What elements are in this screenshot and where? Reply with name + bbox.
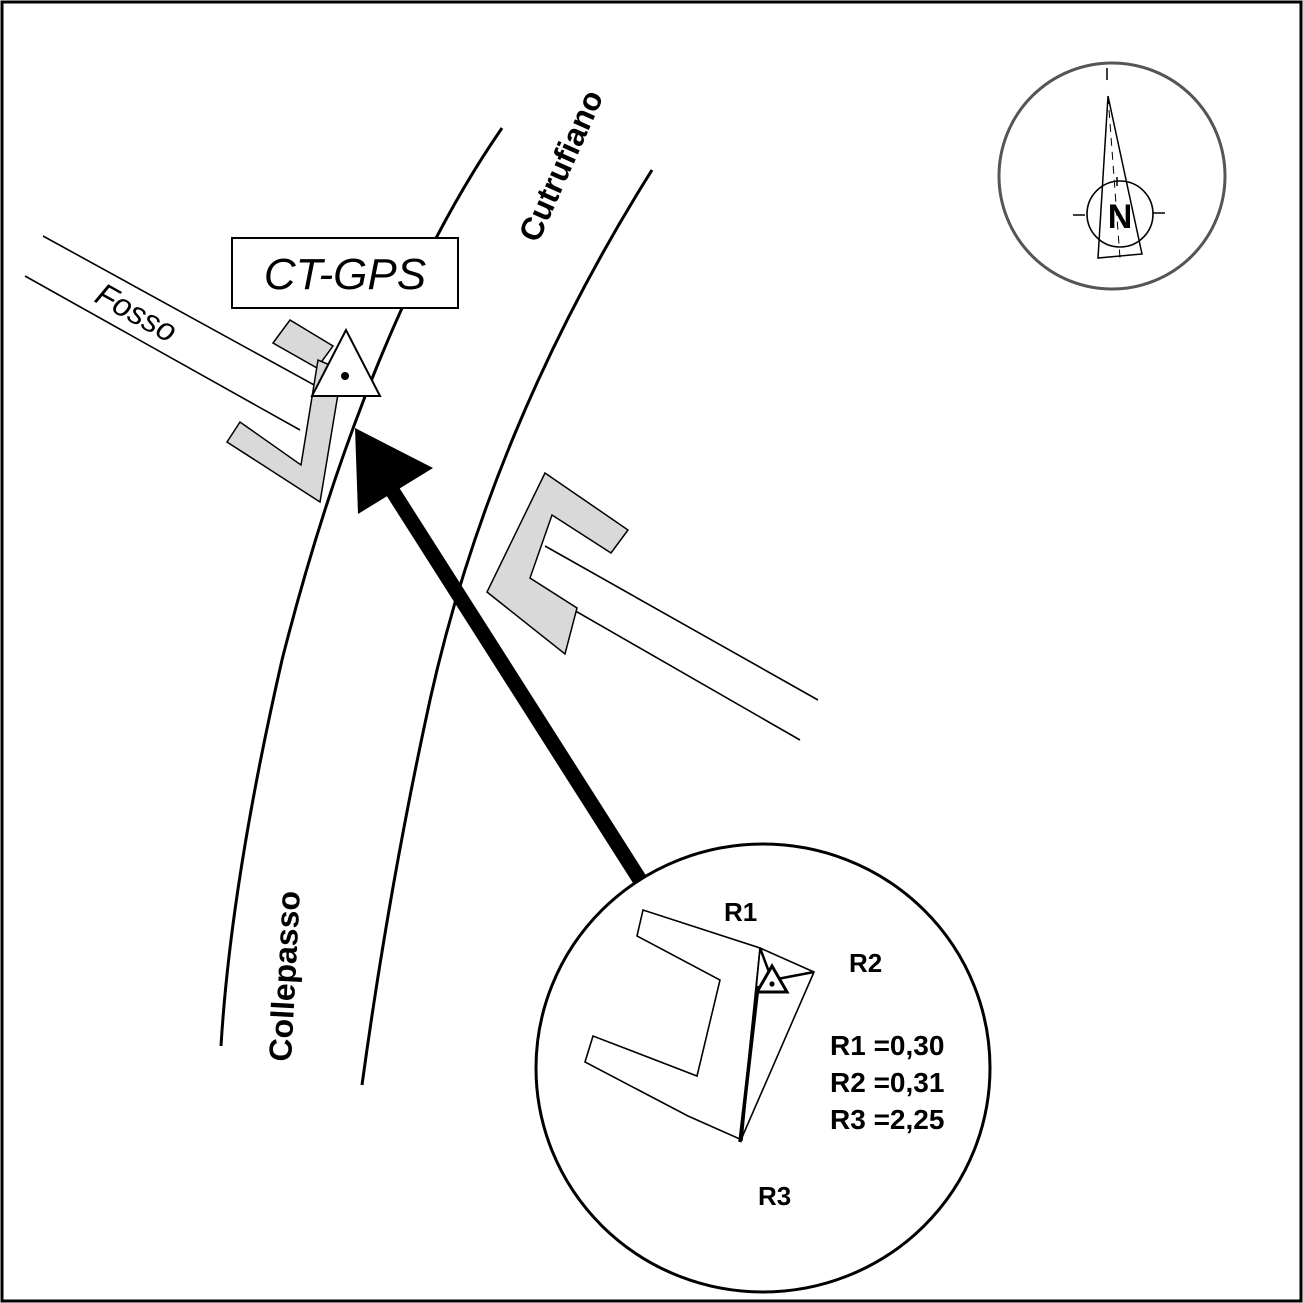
station-label: CT-GPS [264, 250, 426, 299]
inset-measure-r3: R3 =2,25 [830, 1104, 944, 1135]
canal-bank-north [42, 235, 317, 387]
building-east [486, 471, 630, 656]
inset-label-r3: R3 [758, 1181, 791, 1211]
north-symbol: N [1108, 198, 1133, 236]
inset-circle [534, 842, 992, 1294]
canal-bank-south [24, 275, 301, 431]
inset-measure-r2: R2 =0,31 [830, 1067, 944, 1098]
detail-inset: R1 R2 R3 R1 =0,30 R2 =0,31 R3 =2,25 [534, 842, 992, 1294]
station-label-box [231, 237, 459, 309]
building-west-wing-north [271, 319, 335, 369]
north-arrow-icon: N [997, 61, 1227, 291]
inset-triangulation-point-icon [754, 962, 790, 994]
compass-ring [997, 61, 1227, 291]
road-east-edge [360, 169, 654, 1086]
inset-measure-r1: R1 =0,30 [830, 1030, 944, 1061]
triangulation-point-icon [310, 327, 382, 397]
road-end-south-label: Collepasso [262, 890, 307, 1062]
inset-line-r3 [738, 985, 760, 1143]
inset-label-r1: R1 [724, 897, 757, 927]
inset-label-r2: R2 [849, 948, 882, 978]
pointer-arrow-icon [355, 428, 647, 885]
canal [24, 235, 317, 431]
east-canal-bank-north [544, 545, 819, 701]
